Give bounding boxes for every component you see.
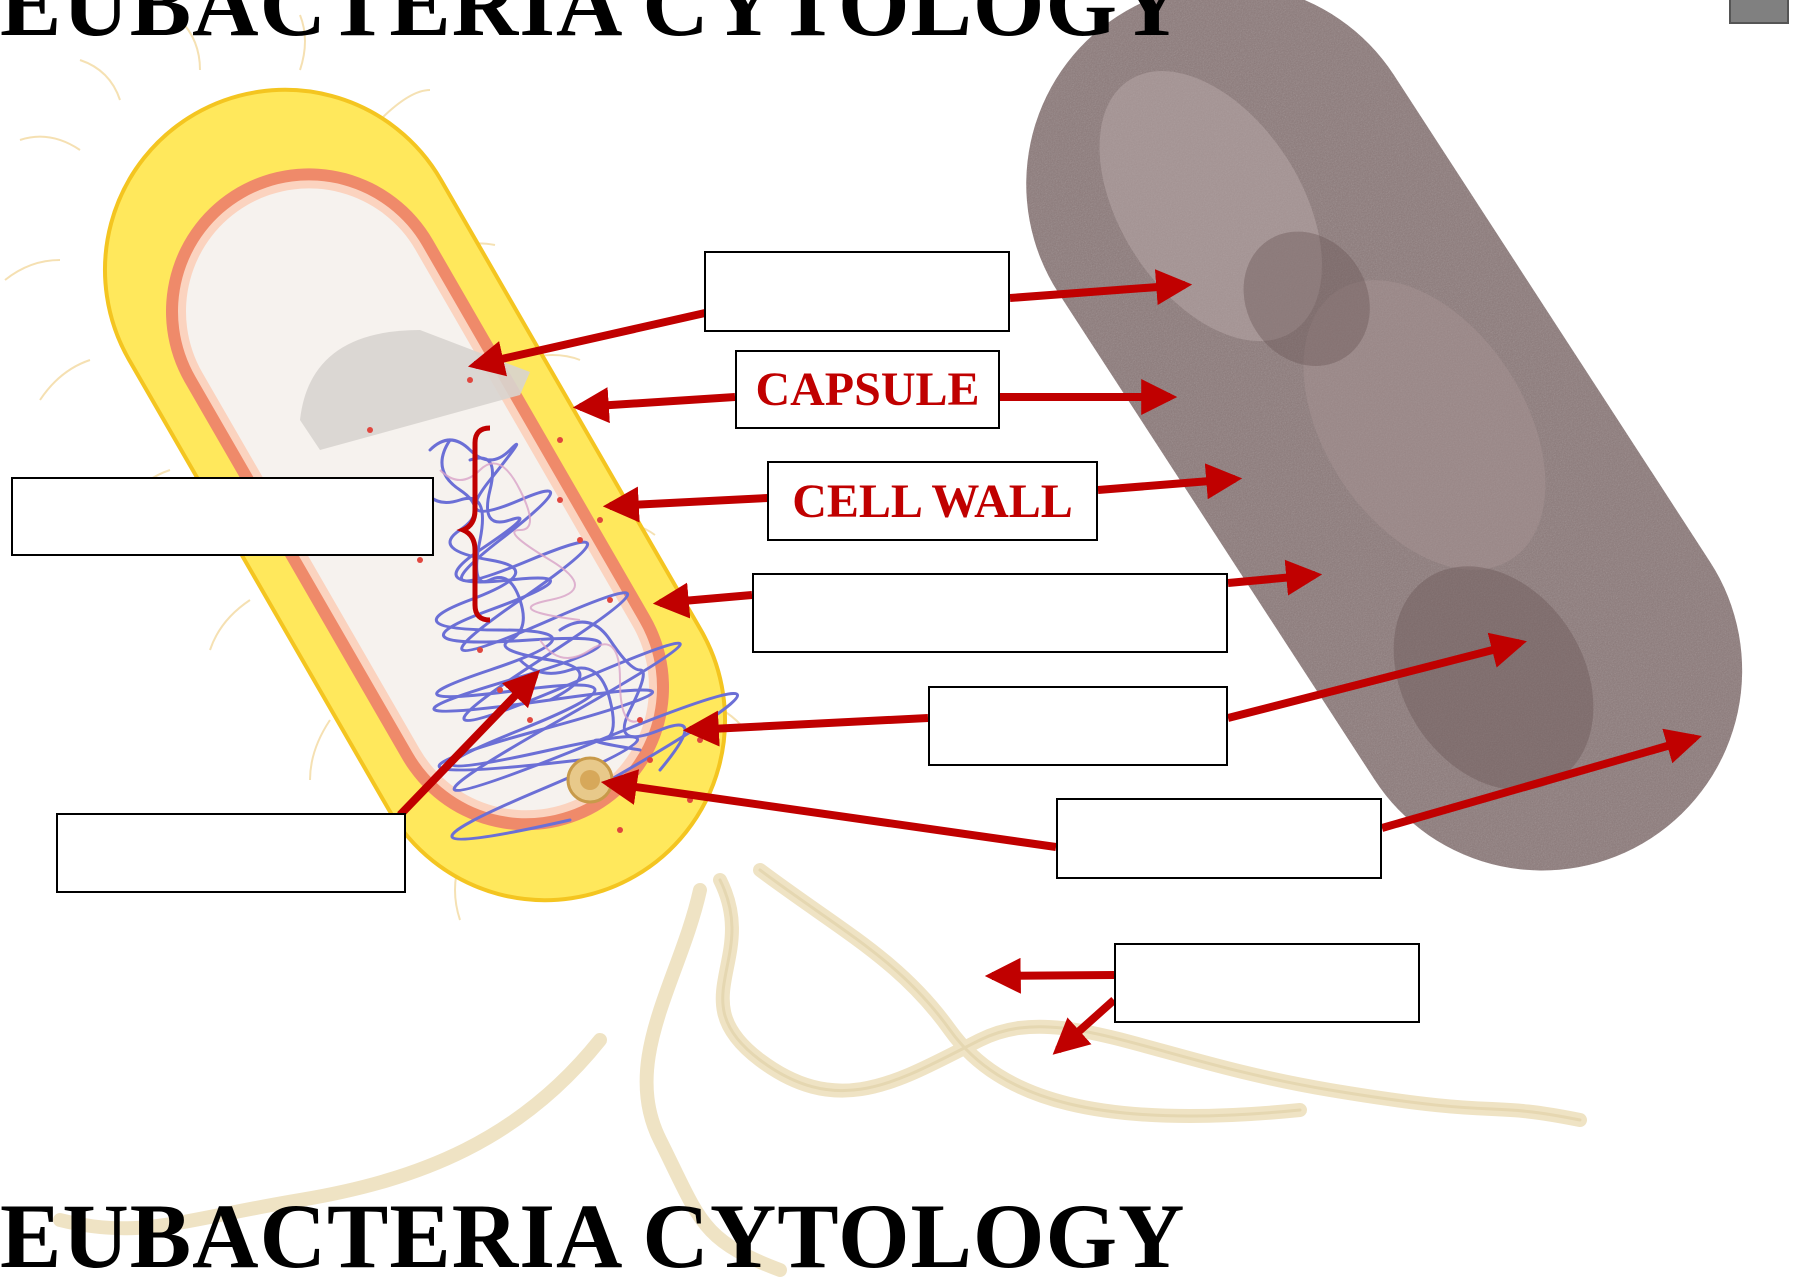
inclusion-body bbox=[568, 758, 612, 802]
slide-corner-button[interactable] bbox=[1729, 0, 1789, 24]
label-box-middle[interactable] bbox=[928, 686, 1228, 766]
label-box-lower[interactable] bbox=[1056, 798, 1382, 879]
label-box-capsule[interactable]: CAPSULE bbox=[735, 350, 1000, 429]
page-title-top: EUBACTERIA CYTOLOGY bbox=[0, 0, 1185, 50]
label-box-left-lower[interactable] bbox=[56, 813, 406, 893]
arrow-capsule-left bbox=[580, 397, 735, 407]
arrow-cellwall-left bbox=[610, 498, 768, 506]
label-box-left-upper[interactable] bbox=[11, 477, 434, 556]
arrow-bottom-left bbox=[992, 975, 1114, 976]
page-title-bottom: EUBACTERIA CYTOLOGY bbox=[0, 1190, 1185, 1282]
label-box-top[interactable] bbox=[704, 251, 1010, 332]
label-box-cell-wall[interactable]: CELL WALL bbox=[767, 461, 1098, 541]
label-box-bottom[interactable] bbox=[1114, 943, 1420, 1023]
label-box-middle-wide[interactable] bbox=[752, 573, 1228, 653]
